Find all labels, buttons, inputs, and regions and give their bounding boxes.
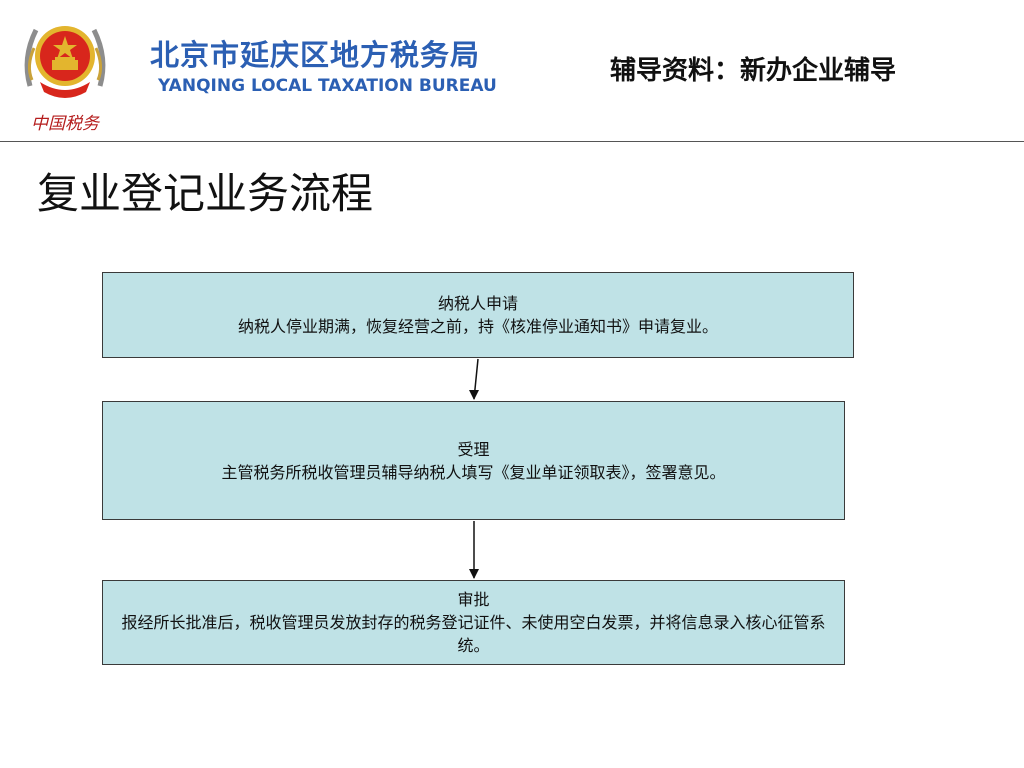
svg-text:中国税务: 中国税务 [31,114,101,134]
flow-step-desc: 主管税务所税收管理员辅导纳税人填写《复业单证领取表》，签署意见。 [221,462,726,482]
arrow-head-1 [469,390,479,400]
arrow-apply-to-accept [473,358,479,400]
flow-step-title: 纳税人申请 [437,294,518,313]
flow-step-approve: 审批 报经所长批准后，税收管理员发放封存的税务登记证件、未使用空白发票，并将信息… [102,580,845,665]
header: 中国税务 北京市延庆区地方税务局 YANQING LOCAL TAXATION … [0,0,1024,142]
page-title: 复业登记业务流程 [37,169,374,218]
flow-step-accept: 受理 主管税务所税收管理员辅导纳税人填写《复业单证领取表》，签署意见。 [102,401,845,520]
header-divider [0,141,1024,142]
flow-step-desc: 纳税人停业期满，恢复经营之前，持《核准停业通知书》申请复业。 [237,317,718,336]
material-label: 辅导资料：新办企业辅导 [610,56,897,86]
org-name-cn: 北京市延庆区地方税务局 [150,38,481,72]
org-name-en: YANQING LOCAL TAXATION BUREAU [158,76,497,96]
flow-step-apply: 纳税人申请 纳税人停业期满，恢复经营之前，持《核准停业通知书》申请复业。 [102,272,854,358]
flow-step-desc: 报经所长批准后，税收管理员发放封存的税务登记证件、未使用空白发票，并将信息录入核… [121,613,826,655]
flow-step-title: 受理 [457,439,490,459]
flow-step-title: 审批 [457,590,490,609]
tax-emblem-icon: 中国税务 [24,26,106,134]
arrow-head-2 [469,569,479,579]
